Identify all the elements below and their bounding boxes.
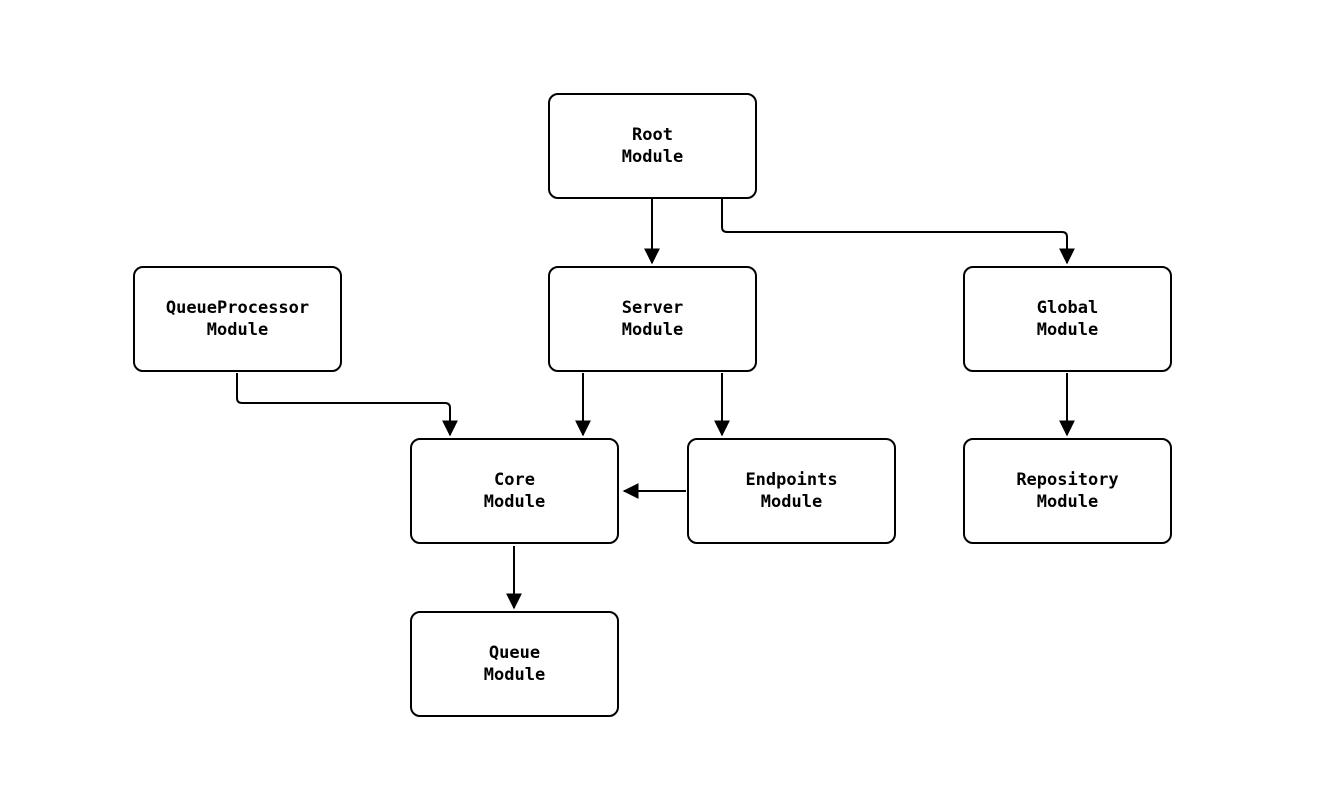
node-endpoints-module: Endpoints Module [687, 438, 896, 544]
edge-queueprocessor-to-core [236, 373, 458, 437]
node-root-module: Root Module [548, 93, 757, 199]
node-repository-module: Repository Module [963, 438, 1172, 544]
node-core-module: Core Module [410, 438, 619, 544]
node-global-module: Global Module [963, 266, 1172, 372]
node-queue-module: Queue Module [410, 611, 619, 717]
node-queueprocessor-module: QueueProcessor Module [133, 266, 342, 372]
node-server-module: Server Module [548, 266, 757, 372]
edge-root-to-global [721, 199, 1075, 265]
